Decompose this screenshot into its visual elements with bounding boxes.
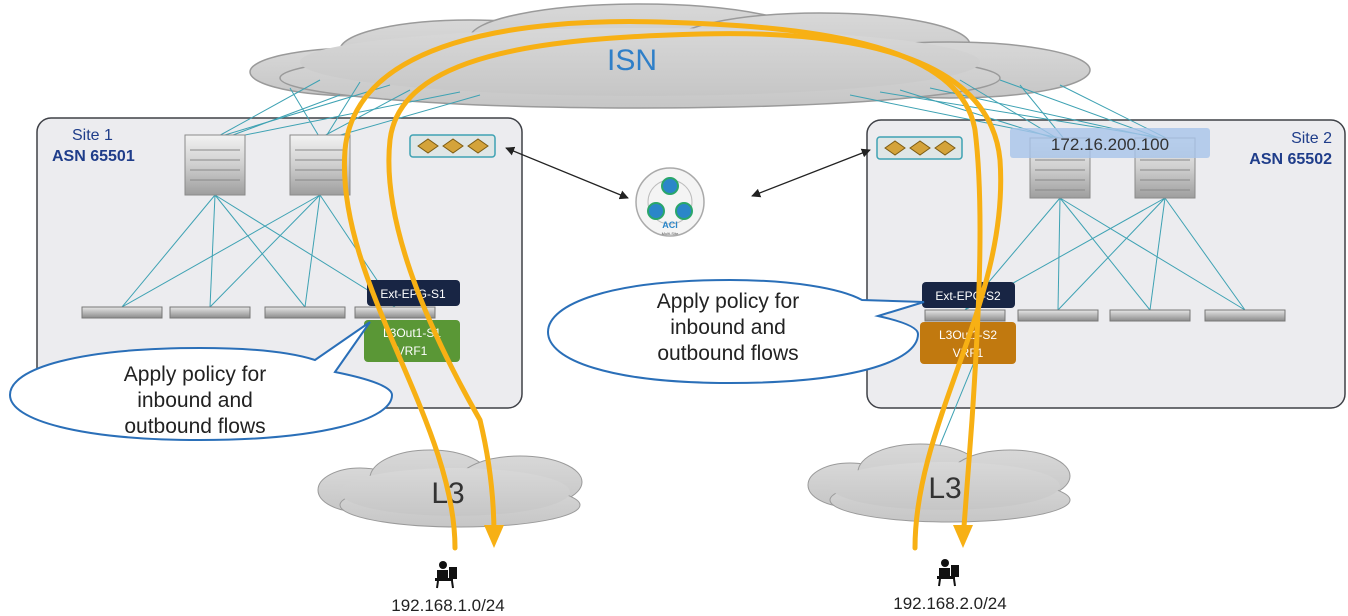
callout-left: Apply policy for inbound and outbound fl… bbox=[8, 321, 394, 442]
site2-name: Site 2 bbox=[1291, 130, 1332, 147]
site2-vrf-label: VRF1 bbox=[953, 346, 984, 360]
callout-left-line3: outbound flows bbox=[124, 415, 265, 438]
callout-center: Apply policy for inbound and outbound fl… bbox=[546, 278, 925, 385]
aci-label: ACI bbox=[662, 220, 678, 230]
aci-multisite-controller-icon: ACI Multi-Site bbox=[635, 167, 705, 237]
site1-name: Site 1 bbox=[72, 127, 113, 144]
callout-center-line3: outbound flows bbox=[657, 342, 798, 365]
site1-ext-epg-box bbox=[367, 280, 460, 306]
site1-apic-cluster bbox=[409, 134, 496, 158]
l3-cloud-right: L3 bbox=[807, 443, 1071, 523]
site2-ip-address: 172.16.200.100 bbox=[1051, 135, 1169, 154]
arrow-site1-controller bbox=[505, 146, 629, 200]
site1-l3out-label: L3Out1-S1 bbox=[383, 326, 441, 340]
l3-label-right: L3 bbox=[928, 472, 961, 505]
user-icon-right bbox=[937, 559, 959, 587]
site2-ext-epg-box bbox=[922, 282, 1015, 308]
site1-vrf-label: VRF1 bbox=[397, 344, 428, 358]
site1-spine-1 bbox=[184, 134, 246, 196]
site2-leaves bbox=[924, 309, 1286, 322]
callout-center-line1: Apply policy for bbox=[657, 290, 799, 313]
subnet-right: 192.168.2.0/24 bbox=[893, 594, 1006, 613]
l3-cloud-left: L3 bbox=[317, 449, 583, 528]
user-icon-left bbox=[435, 561, 457, 589]
callout-left-line2: inbound and bbox=[137, 389, 253, 412]
multisite-label: Multi-Site bbox=[662, 231, 679, 236]
site2-ext-epg-label: Ext-EPG-S2 bbox=[935, 289, 1001, 303]
flow-right-outer bbox=[386, 31, 1004, 551]
traffic-flows bbox=[341, 19, 1004, 551]
site1-ext-epg-label: Ext-EPG-S1 bbox=[380, 287, 446, 301]
subnet-left: 192.168.1.0/24 bbox=[391, 596, 504, 615]
site1-leaves bbox=[81, 306, 436, 319]
site2-apic-cluster bbox=[876, 136, 963, 160]
isn-label: ISN bbox=[607, 44, 657, 77]
arrow-site2-controller bbox=[751, 148, 871, 198]
site1-spine-2 bbox=[289, 134, 351, 196]
site2-ip-tag bbox=[1010, 128, 1210, 158]
site1-asn: ASN 65501 bbox=[52, 148, 135, 165]
site2-asn: ASN 65502 bbox=[1249, 151, 1332, 168]
callout-left-line1: Apply policy for bbox=[124, 363, 266, 386]
flow-left-outer bbox=[341, 19, 983, 551]
callout-center-line2: inbound and bbox=[670, 316, 786, 339]
